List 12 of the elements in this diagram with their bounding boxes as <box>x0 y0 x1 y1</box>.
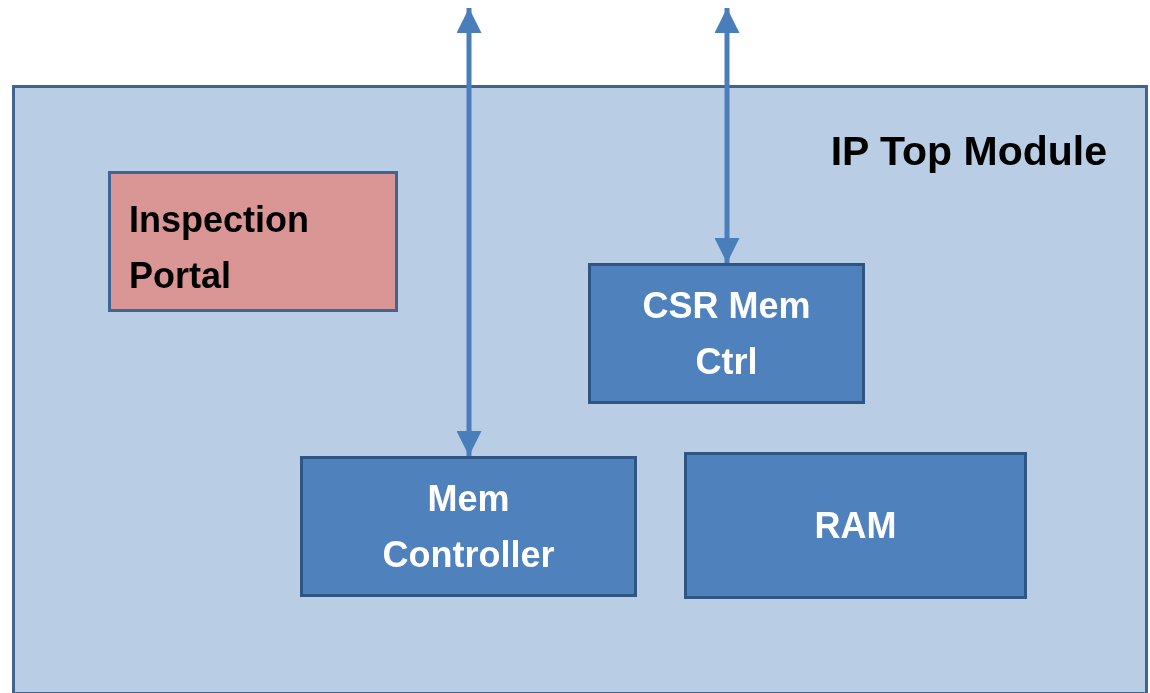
double-arrow <box>714 8 740 263</box>
process-box <box>588 263 865 404</box>
box-label: Inspection Portal <box>129 198 311 298</box>
module-title: IP Top Module <box>830 128 1107 175</box>
box-label: CSR Mem Ctrl <box>641 283 812 384</box>
double-arrow <box>456 8 482 456</box>
module-panel <box>12 85 1148 693</box>
box-label: RAM <box>813 503 898 548</box>
process-box <box>684 452 1027 599</box>
process-box <box>108 171 398 312</box>
box-label: Mem Controller <box>381 476 556 577</box>
process-box <box>300 456 637 597</box>
